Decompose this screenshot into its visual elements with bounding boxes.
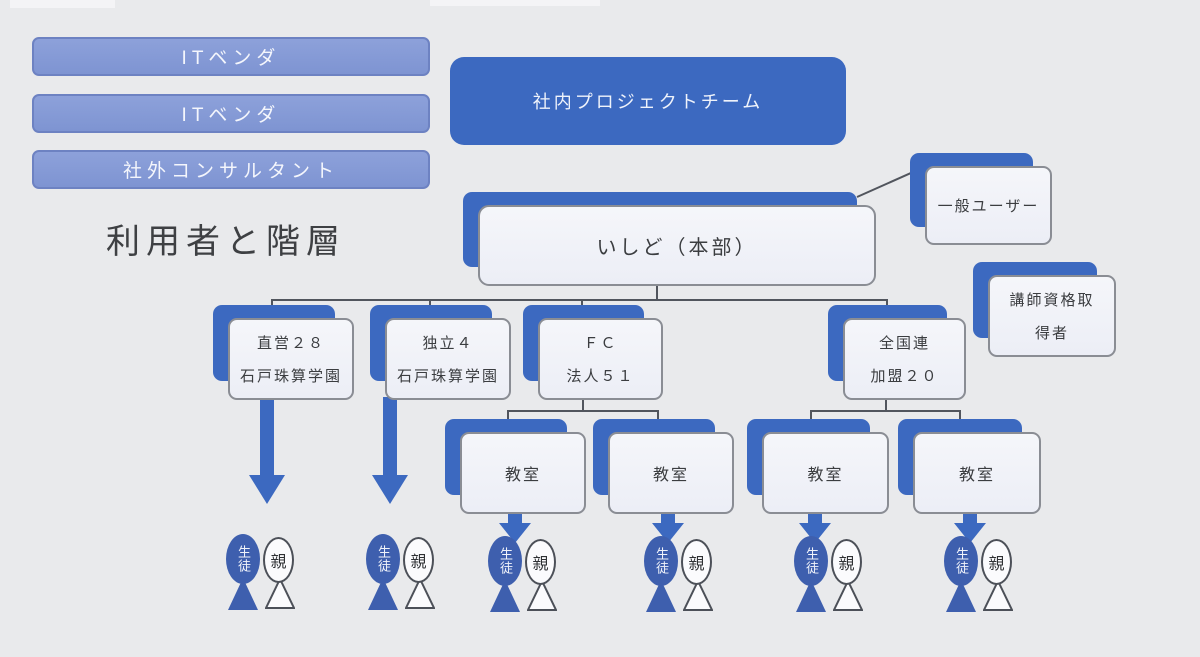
parent-label: 親 <box>410 554 427 571</box>
node-classroom-3: 教室 <box>747 419 889 514</box>
student-label: 生徒 <box>236 545 251 573</box>
student-body <box>228 578 258 610</box>
parent-body <box>833 581 863 611</box>
node-label-line1: 独立４ <box>422 335 474 352</box>
student-body <box>796 580 826 612</box>
student-head: 生徒 <box>644 536 678 586</box>
person-pair-4: 親 生徒 <box>644 536 716 632</box>
person-pair-5: 親 生徒 <box>794 536 866 632</box>
parent-label: 親 <box>270 554 287 571</box>
connector-hq-generaluser <box>856 171 914 198</box>
person-pair-6: 親 生徒 <box>944 536 1016 632</box>
node-label: いしど（本部） <box>596 237 758 259</box>
person-pair-1: 親 生徒 <box>226 534 298 630</box>
connector-drop-classD <box>959 410 961 424</box>
node-classroom-4: 教室 <box>898 419 1041 514</box>
bar-label: ITベンダ <box>181 105 281 126</box>
bar-it-vendor-2: ITベンダ <box>32 94 430 133</box>
page-title: 利用者と階層 <box>106 223 346 261</box>
node-instructor-qualified: 講師資格取 得者 <box>973 262 1116 357</box>
student-body <box>368 578 398 610</box>
node-branch-chokuei: 直営２８ 石戸珠算学園 <box>213 305 354 400</box>
connector-fc-down <box>582 396 584 411</box>
parent-body <box>527 581 557 611</box>
arrow-down-long-2 <box>372 397 408 504</box>
parent-head: 親 <box>403 537 434 583</box>
parent-label: 親 <box>532 556 549 573</box>
node-label-line2: 石戸珠算学園 <box>239 368 342 385</box>
person-pair-3: 親 生徒 <box>488 536 560 632</box>
node-label: 教室 <box>958 467 995 484</box>
connector-hq-down <box>656 282 658 300</box>
student-head: 生徒 <box>794 536 828 586</box>
parent-head: 親 <box>263 537 294 583</box>
parent-label: 親 <box>988 556 1005 573</box>
bar-external-consultant: 社外コンサルタント <box>32 150 430 189</box>
student-head: 生徒 <box>226 534 260 584</box>
connector-zenkokuren-horizontal <box>810 410 961 412</box>
node-label: 社内プロジェクトチーム <box>532 92 764 112</box>
node-label-line2: 法人５１ <box>566 368 635 385</box>
bar-label: ITベンダ <box>181 48 281 69</box>
top-center-remnant <box>430 0 600 6</box>
connector-fc-horizontal <box>507 410 659 412</box>
parent-body <box>405 579 435 609</box>
parent-body <box>983 581 1013 611</box>
node-label: 一般ユーザー <box>937 198 1040 215</box>
connector-drop-classC <box>810 410 812 424</box>
student-body <box>490 580 520 612</box>
bar-label: 社外コンサルタント <box>122 161 339 182</box>
node-branch-zenkokuren: 全国連 加盟２０ <box>828 305 966 400</box>
node-label: 教室 <box>504 467 541 484</box>
parent-head: 親 <box>831 539 862 585</box>
node-classroom-2: 教室 <box>593 419 734 514</box>
parent-label: 親 <box>688 556 705 573</box>
parent-head: 親 <box>525 539 556 585</box>
connector-drop-classA <box>507 410 509 424</box>
student-label: 生徒 <box>376 545 391 573</box>
node-label-line2: 石戸珠算学園 <box>396 368 499 385</box>
node-label-line1: 講師資格取 <box>1009 292 1095 309</box>
student-label: 生徒 <box>804 547 819 575</box>
node-branch-dokuritsu: 独立４ 石戸珠算学園 <box>370 305 511 400</box>
parent-head: 親 <box>981 539 1012 585</box>
node-label-line2: 加盟２０ <box>870 368 939 385</box>
top-left-remnant <box>10 0 115 8</box>
parent-body <box>265 579 295 609</box>
node-classroom-1: 教室 <box>445 419 586 514</box>
bar-it-vendor-1: ITベンダ <box>32 37 430 76</box>
student-body <box>646 580 676 612</box>
student-label: 生徒 <box>654 547 669 575</box>
node-label-line2: 得者 <box>1034 325 1069 342</box>
node-label-line1: ＦＣ <box>583 335 618 352</box>
parent-body <box>683 581 713 611</box>
node-label: 教室 <box>652 467 689 484</box>
person-pair-2: 親 生徒 <box>366 534 438 630</box>
student-head: 生徒 <box>944 536 978 586</box>
student-head: 生徒 <box>488 536 522 586</box>
parent-label: 親 <box>838 556 855 573</box>
connector-zenkokuren-down <box>885 396 887 411</box>
parent-head: 親 <box>681 539 712 585</box>
student-head: 生徒 <box>366 534 400 584</box>
node-branch-fc: ＦＣ 法人５１ <box>523 305 663 400</box>
arrow-down-long-1 <box>249 397 285 504</box>
connector-branches-horizontal <box>271 299 888 301</box>
node-label-line1: 直営２８ <box>256 335 325 352</box>
node-label-line1: 全国連 <box>878 335 930 352</box>
node-general-user: 一般ユーザー <box>910 153 1052 245</box>
student-body <box>946 580 976 612</box>
student-label: 生徒 <box>954 547 969 575</box>
node-label: 教室 <box>807 467 844 484</box>
node-project-team: 社内プロジェクトチーム <box>450 57 846 145</box>
node-headquarters: いしど（本部） <box>463 192 876 286</box>
connector-drop-classB <box>657 410 659 424</box>
student-label: 生徒 <box>498 547 513 575</box>
